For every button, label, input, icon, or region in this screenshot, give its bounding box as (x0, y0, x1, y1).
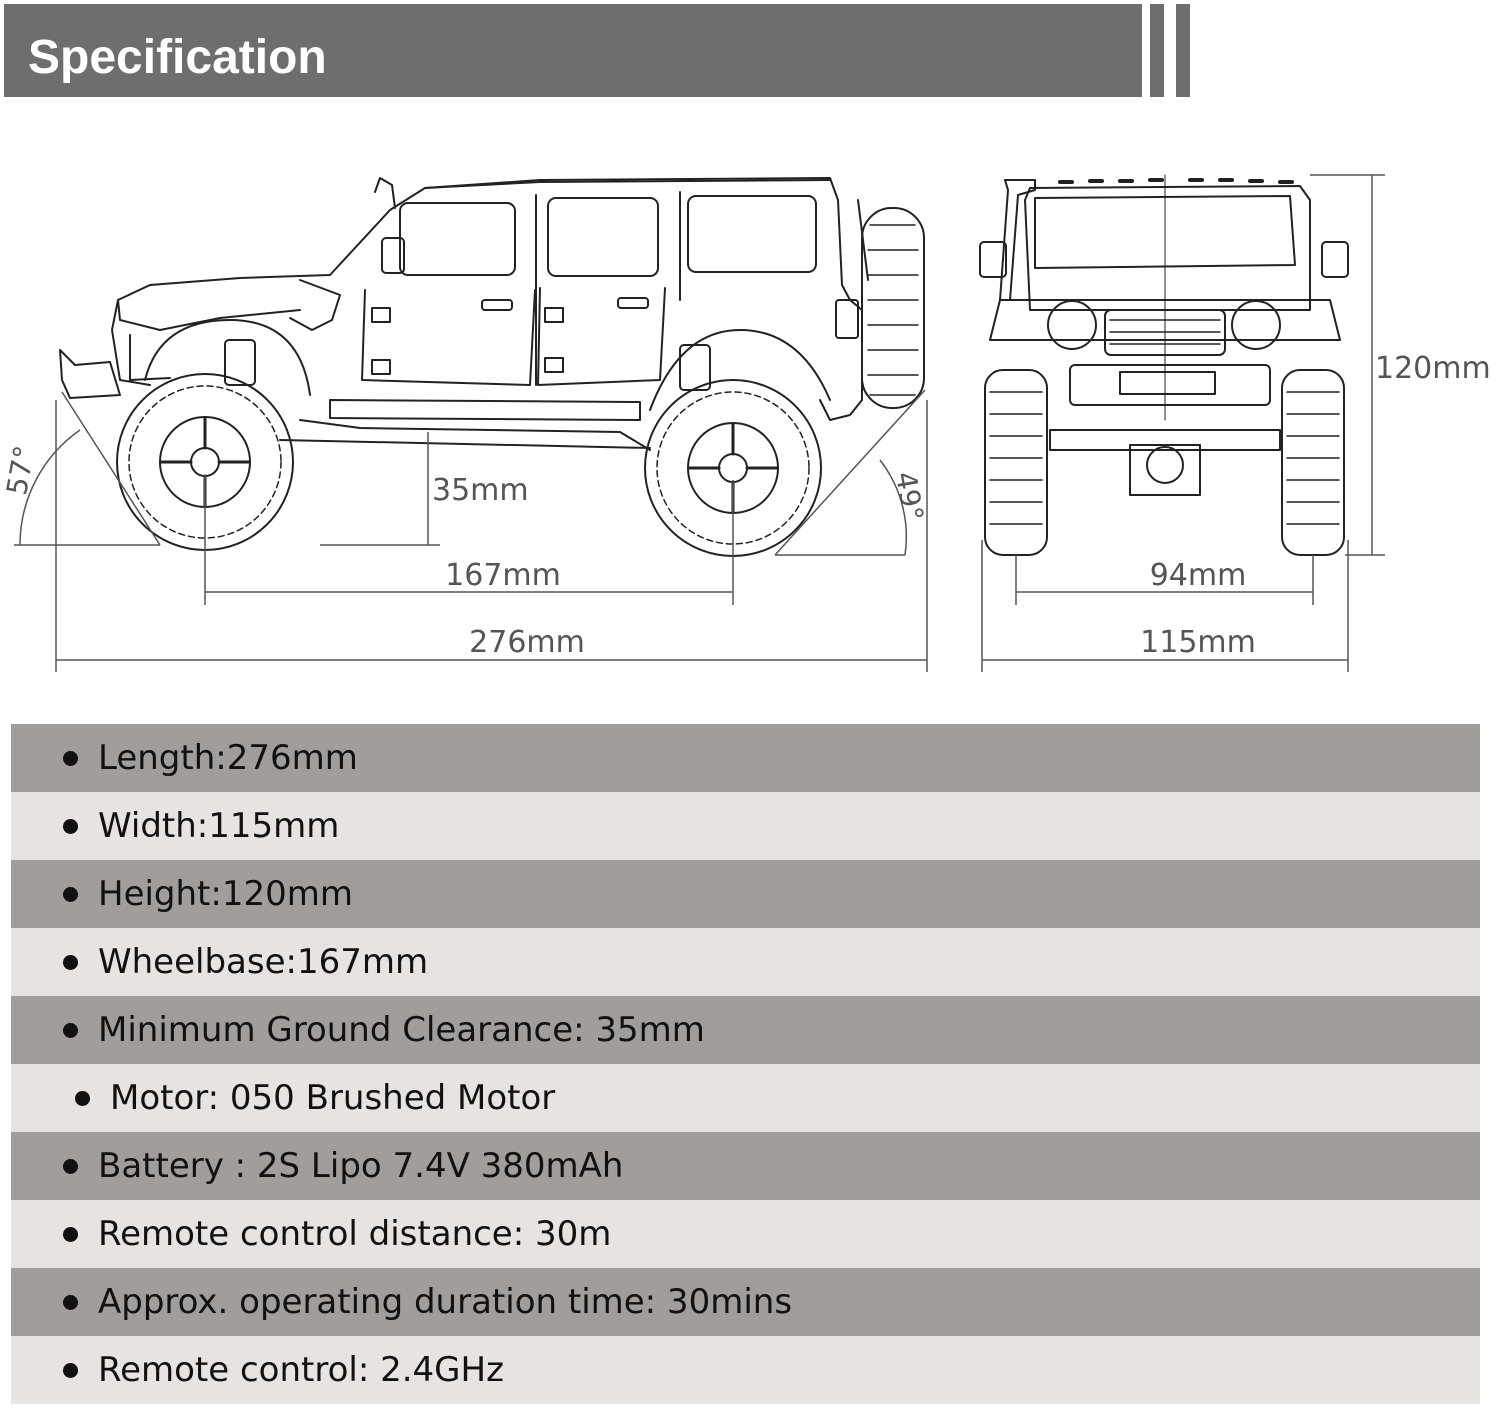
spec-row: Minimum Ground Clearance: 35mm (11, 996, 1480, 1064)
bullet-icon (63, 1226, 78, 1242)
spec-row: Approx. operating duration time: 30mins (11, 1268, 1480, 1336)
bullet-icon (63, 1362, 78, 1378)
spec-row: Battery : 2S Lipo 7.4V 380mAh (11, 1132, 1480, 1200)
ground-clearance-label: 35mm (432, 473, 529, 508)
vehicle-side-view (59, 177, 925, 557)
page-title: Specification (28, 31, 327, 84)
bullet-icon (63, 750, 78, 766)
spec-text: Approx. operating duration time: 30mins (98, 1282, 793, 1322)
approach-angle-label: 57° (0, 443, 41, 498)
length-label: 276mm (469, 625, 585, 660)
departure-angle-label: 49° (889, 469, 930, 524)
spec-text: Battery : 2S Lipo 7.4V 380mAh (98, 1146, 624, 1186)
spec-row: Remote control distance: 30m (11, 1200, 1480, 1268)
bullet-icon (63, 954, 78, 970)
spec-row: Width:115mm (11, 792, 1480, 860)
spec-row: Length:276mm (11, 724, 1480, 792)
header-stripe (1150, 4, 1164, 97)
spec-text: Remote control distance: 30m (98, 1214, 612, 1254)
spec-row: Wheelbase:167mm (11, 928, 1480, 996)
bullet-icon (75, 1090, 90, 1106)
width-label: 115mm (1140, 625, 1256, 660)
spec-text: Width:115mm (98, 806, 340, 846)
header-bar (4, 4, 1142, 97)
bullet-icon (63, 886, 78, 902)
track-width-label: 94mm (1150, 558, 1247, 593)
spec-text: Height:120mm (98, 874, 353, 914)
spec-list: Length:276mm Width:115mm Height:120mm Wh… (11, 724, 1480, 1404)
wheelbase-label: 167mm (445, 558, 561, 593)
spec-text: Length:276mm (98, 738, 358, 778)
dimension-drawing: 57° 49° 35mm 167mm 276mm 120mm 94mm 115m… (0, 174, 1491, 672)
height-label: 120mm (1375, 351, 1491, 386)
spec-text: Motor: 050 Brushed Motor (110, 1078, 556, 1118)
spec-row: Motor: 050 Brushed Motor (11, 1064, 1480, 1132)
vehicle-front-view (979, 174, 1349, 556)
bullet-icon (63, 1294, 78, 1310)
dimension-lines (14, 174, 1385, 672)
bullet-icon (63, 1022, 78, 1038)
spec-text: Minimum Ground Clearance: 35mm (98, 1010, 705, 1050)
header-stripe (1176, 4, 1190, 97)
spec-row: Remote control: 2.4GHz (11, 1336, 1480, 1404)
spec-text: Wheelbase:167mm (98, 942, 429, 982)
spec-row: Height:120mm (11, 860, 1480, 928)
spec-text: Remote control: 2.4GHz (98, 1350, 504, 1390)
bullet-icon (63, 1158, 78, 1174)
bullet-icon (63, 818, 78, 834)
